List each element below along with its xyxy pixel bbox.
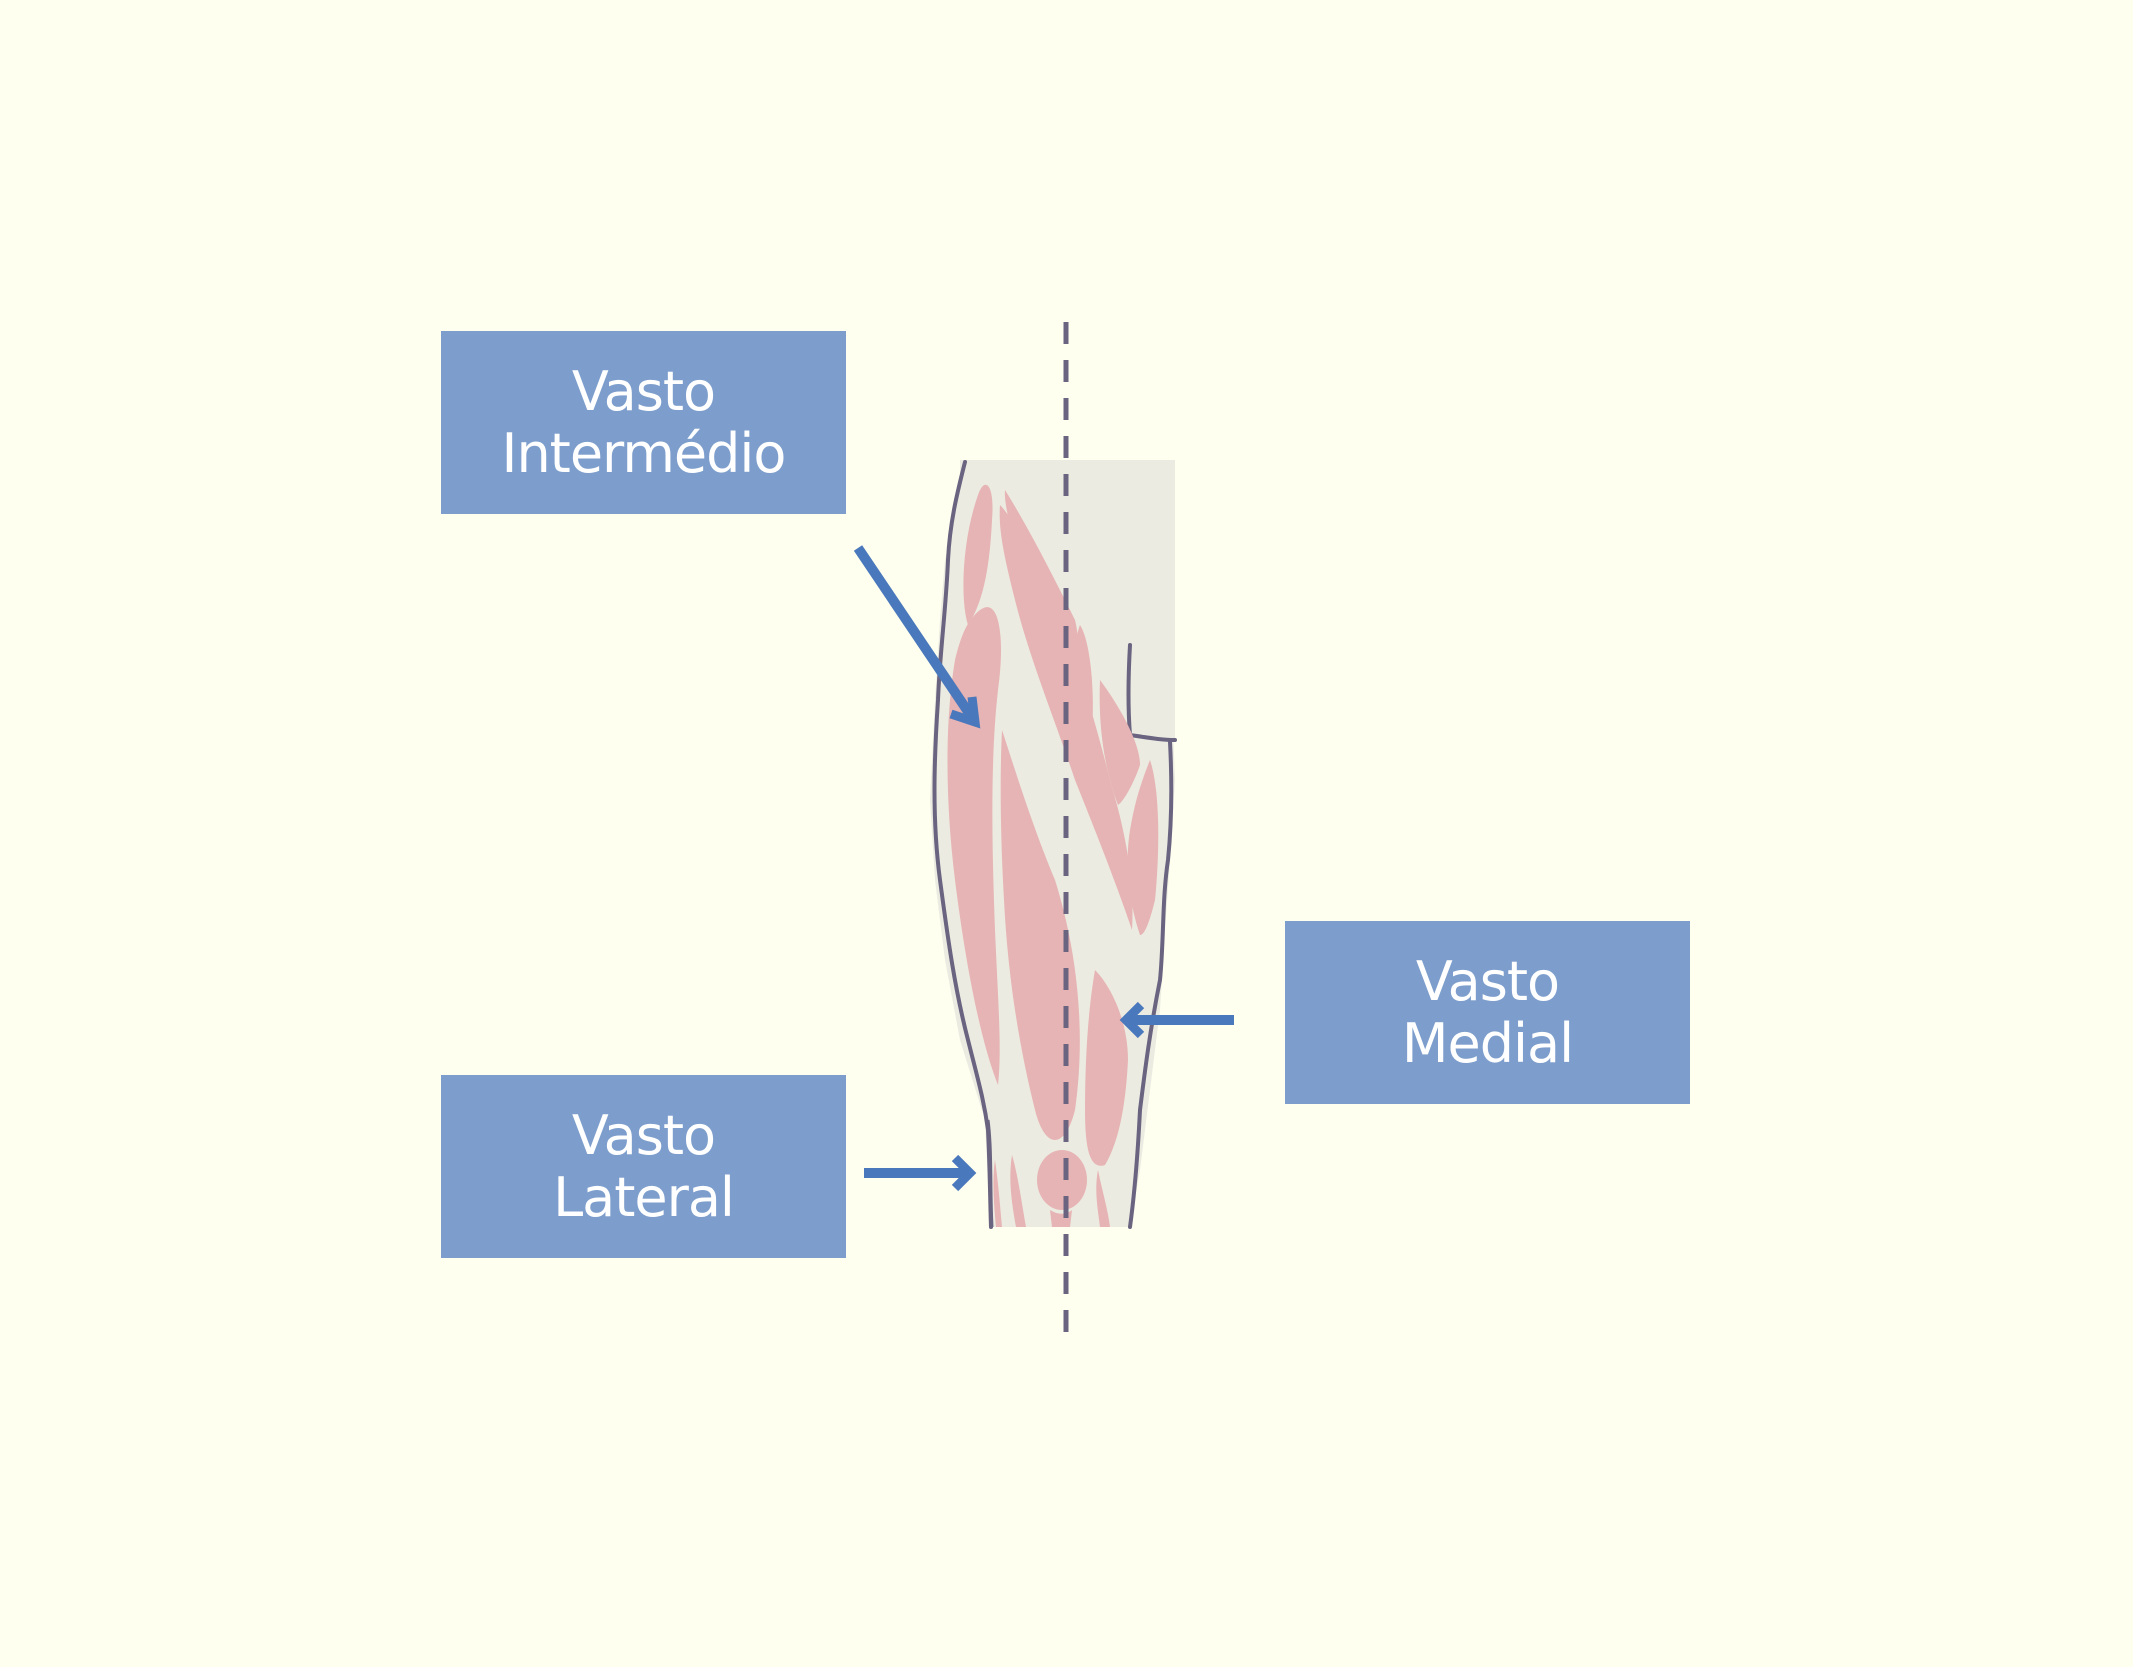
tendon-far-left	[993, 1160, 1002, 1227]
label-vasto-medial-line1: Vasto	[1415, 949, 1560, 1013]
tendon-left	[1010, 1155, 1026, 1227]
muscle-vastus-lateralis	[947, 607, 1001, 1085]
muscle-vastus-medialis	[1085, 970, 1128, 1166]
label-vasto-lateral-line2: Lateral	[553, 1165, 735, 1229]
label-vasto-intermedio: Vasto Intermédio	[441, 331, 846, 514]
arrow-medial	[1119, 1001, 1234, 1039]
knee-outline-left-inner	[986, 1119, 994, 1228]
label-vasto-medial: Vasto Medial	[1285, 921, 1690, 1104]
label-vasto-intermedio-line1: Vasto	[571, 359, 716, 423]
muscle-small-spindle	[1073, 625, 1093, 739]
patella	[1037, 1150, 1087, 1210]
arrow-intermedio	[853, 545, 981, 729]
label-vasto-medial-line2: Medial	[1401, 1011, 1574, 1075]
tendon-right	[1096, 1170, 1110, 1227]
muscle-right-spindle-upper	[1099, 680, 1140, 805]
muscle-upper-lateral	[963, 484, 993, 625]
arrow-lateral	[864, 1154, 977, 1192]
label-vasto-lateral-line1: Vasto	[571, 1103, 716, 1167]
label-vasto-lateral: Vasto Lateral	[441, 1075, 846, 1258]
muscle-rectus-femoris	[1000, 730, 1080, 1140]
muscle-right-spindle-mid	[1127, 760, 1159, 935]
thigh-outline-right	[1128, 740, 1174, 1229]
muscle-upper-medial	[1004, 490, 1078, 660]
label-vasto-intermedio-line2: Intermédio	[501, 421, 787, 485]
